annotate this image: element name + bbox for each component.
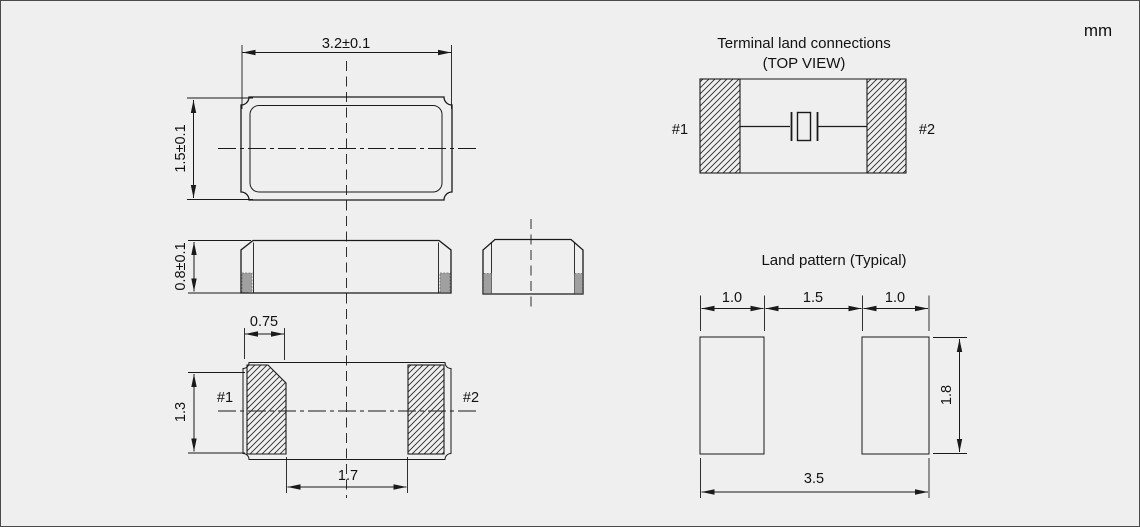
dim-pad-gap-label: 1.7 xyxy=(338,468,358,484)
side-terminal-pad xyxy=(439,272,451,293)
dim-land-overall-label: 3.5 xyxy=(804,471,824,487)
crystal-symbol xyxy=(796,111,812,142)
package-bottom-view: #1 #2 0.75 1.3 1.7 xyxy=(173,314,479,493)
dim-land-gap-label: 1.5 xyxy=(803,290,823,306)
dim-side-thickness-label: 0.8±0.1 xyxy=(173,242,189,290)
land-pad-right xyxy=(861,336,930,455)
land-pattern-figure: Land pattern (Typical) 1.0 1.5 1.0 1.8 3… xyxy=(699,252,967,498)
dim-pad-length-label: 1.3 xyxy=(173,402,189,422)
package-lid-outline xyxy=(249,105,443,193)
land-pad-left xyxy=(699,336,765,455)
dim-top-height-label: 1.5±0.1 xyxy=(173,124,189,172)
tlc-terminal2-label: #2 xyxy=(919,122,935,138)
end-terminal-pad xyxy=(483,273,492,294)
dim-land-right-label: 1.0 xyxy=(885,290,905,306)
dim-pad-width-label: 0.75 xyxy=(250,314,278,330)
terminal-land-connections-figure: Terminal land connections (TOP VIEW) #1 … xyxy=(672,35,935,174)
end-body-outline xyxy=(482,238,584,295)
units-label: mm xyxy=(1084,21,1112,40)
tlc-terminal-pad-1 xyxy=(699,78,741,174)
tlc-terminal-pad-2 xyxy=(866,78,907,174)
bottom-outline xyxy=(242,362,452,460)
dim-top-width-label: 3.2±0.1 xyxy=(322,36,370,52)
dim-land-height-label: 1.8 xyxy=(939,385,955,405)
package-end-view xyxy=(482,238,584,295)
package-side-view: 0.8±0.1 xyxy=(173,239,452,294)
dim-land-left-label: 1.0 xyxy=(722,290,742,306)
bottom-terminal-pad-1 xyxy=(246,364,287,455)
bottom-terminal1-label: #1 xyxy=(217,390,233,406)
tlc-terminal1-label: #1 xyxy=(672,122,688,138)
tlc-title: Terminal land connections xyxy=(717,35,890,52)
tlc-subtitle: (TOP VIEW) xyxy=(763,55,846,72)
side-terminal-pad xyxy=(241,272,253,293)
end-terminal-pad xyxy=(574,273,583,294)
side-body-outline xyxy=(240,239,452,294)
package-outer-outline xyxy=(240,96,453,201)
package-top-view: 3.2±0.1 1.5±0.1 xyxy=(173,36,453,201)
bottom-terminal2-label: #2 xyxy=(463,390,479,406)
land-pattern-title: Land pattern (Typical) xyxy=(761,252,906,269)
bottom-terminal-pad-2 xyxy=(407,364,445,455)
